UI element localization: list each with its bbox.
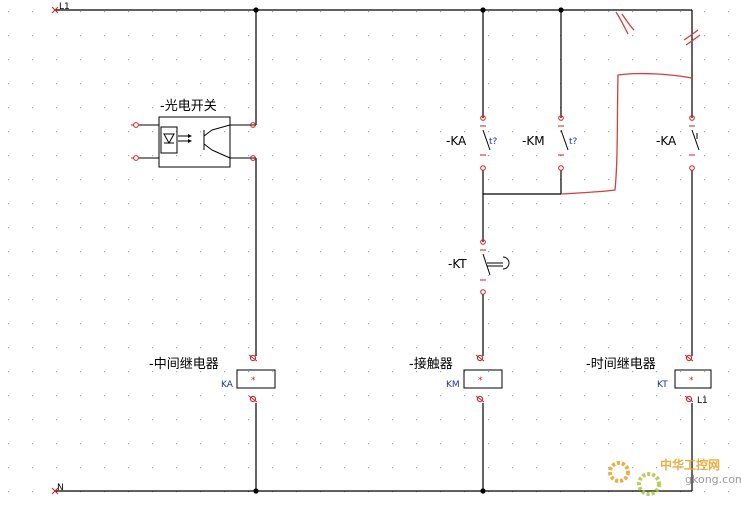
contactor-coil-tag: KM (446, 380, 460, 390)
timer-coil-tag: KT (657, 380, 668, 390)
ka-contact-2-label: -KA (656, 134, 677, 148)
relay-coil-tag: KA (221, 380, 234, 390)
ka-contact-2: -KA (656, 115, 700, 171)
kt-contact-label: -KT (448, 257, 467, 271)
rail-label-n: N (57, 483, 64, 493)
km-contact-label: -KM (522, 134, 545, 148)
kt-contact: -KT (448, 239, 510, 295)
km-contact-timed-mark: t? (569, 137, 578, 147)
timer-coil-extra: L1 (697, 396, 708, 406)
photo-switch-label: -光电开关 (160, 99, 217, 114)
svg-text:*: * (689, 376, 694, 386)
red-hand-annotation (560, 11, 701, 195)
ka-contact-1: -KA t? (446, 115, 498, 171)
top-rail-L1: L1 (51, 2, 692, 14)
photo-switch-symbol: -光电开关 (131, 99, 256, 168)
relay-coil-symbol: -中间继电器 * KA (149, 354, 276, 403)
ka-contact-1-label: -KA (446, 134, 467, 148)
bottom-rail-N: N (51, 483, 692, 495)
contactor-coil-label: -接触器 (409, 356, 453, 372)
gkong-watermark: 中华工控网 gkong.com (608, 457, 741, 496)
branch-contactor (482, 10, 561, 491)
watermark-site: gkong.com (685, 473, 741, 486)
watermark-text: 中华工控网 (660, 457, 720, 472)
timer-coil-label: -时间继电器 (586, 357, 656, 372)
km-contact: -KM t? (522, 10, 578, 194)
rail-label-l1: L1 (59, 2, 70, 12)
contactor-coil-symbol: -接触器 * KM (409, 354, 503, 403)
svg-text:*: * (251, 376, 256, 386)
relay-coil-label: -中间继电器 (149, 357, 219, 372)
ka-contact-1-timed-mark: t? (489, 137, 498, 147)
timer-coil-symbol: -时间继电器 * KT L1 (586, 354, 712, 406)
svg-text:*: * (478, 376, 483, 386)
